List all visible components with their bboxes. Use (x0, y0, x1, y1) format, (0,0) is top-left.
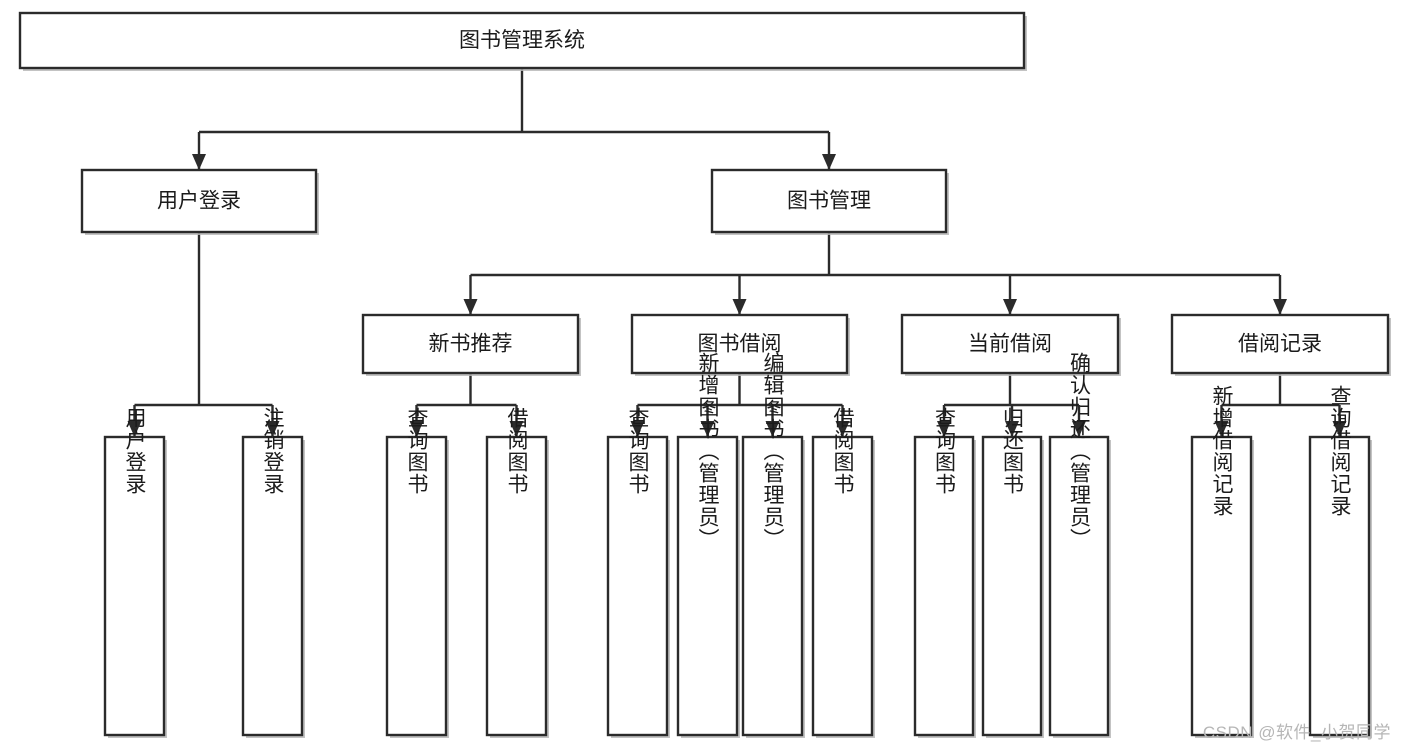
arrow-head-icon (265, 421, 280, 437)
node-leaf-user-login[interactable]: 用户登录 (103, 407, 167, 738)
node-label: 图书管理系统 (459, 29, 585, 52)
node-leaf-borrow-book[interactable]: 借阅图书 (811, 407, 875, 738)
node-leaf-query-book-rec[interactable]: 查询图书 (385, 407, 449, 738)
arrow-head-icon (1273, 299, 1287, 315)
connectors-layer (127, 68, 1347, 437)
node-label: 借阅图书 (831, 407, 855, 495)
arrow-head-icon (822, 154, 836, 170)
arrow-head-icon (192, 154, 206, 170)
arrow-head-icon (835, 421, 850, 437)
arrow-head-icon (700, 421, 715, 437)
node-leaf-return-book[interactable]: 归还图书 (981, 407, 1044, 738)
arrow-head-icon (732, 299, 747, 315)
arrow-head-icon (1072, 421, 1086, 437)
node-borrow-record[interactable]: 借阅记录 (1170, 313, 1391, 376)
node-user-login[interactable]: 用户登录 (80, 168, 319, 235)
node-leaf-borrow-book-rec[interactable]: 借阅图书 (485, 407, 549, 738)
node-leaf-add-book[interactable]: 新增图书（管理员） (676, 352, 740, 738)
arrow-head-icon (1003, 299, 1017, 315)
arrow-head-icon (1005, 421, 1019, 437)
node-label: 编辑图书（管理员） (761, 352, 785, 550)
arrow-head-icon (1214, 421, 1229, 437)
nodes-layer: 图书管理系统用户登录图书管理新书推荐图书借阅当前借阅借阅记录用户登录注销登录查询… (18, 11, 1391, 738)
node-label: 借阅记录 (1238, 333, 1322, 356)
node-leaf-query-book-cur[interactable]: 查询图书 (913, 407, 976, 738)
node-leaf-confirm-return[interactable]: 确认归还（管理员） (1048, 352, 1111, 738)
node-label: 查询图书 (933, 407, 957, 495)
arrow-head-icon (463, 299, 478, 315)
node-current-borrow[interactable]: 当前借阅 (900, 313, 1121, 376)
node-label: 归还图书 (1001, 407, 1025, 495)
node-book-manage[interactable]: 图书管理 (710, 168, 949, 235)
node-new-book-rec[interactable]: 新书推荐 (361, 313, 581, 376)
arrow-head-icon (127, 421, 142, 437)
node-label: 查询借阅记录 (1328, 385, 1352, 517)
node-label: 用户登录 (123, 407, 147, 495)
node-label: 新增图书（管理员） (696, 352, 720, 550)
node-label: 注销登录 (261, 407, 285, 495)
arrow-head-icon (765, 421, 780, 437)
node-leaf-edit-book[interactable]: 编辑图书（管理员） (741, 352, 805, 738)
arrow-head-icon (509, 421, 524, 437)
node-label: 图书管理 (787, 190, 871, 213)
node-book-borrow[interactable]: 图书借阅 (630, 313, 850, 376)
node-leaf-add-record[interactable]: 新增借阅记录 (1190, 385, 1254, 738)
arrow-head-icon (409, 421, 424, 437)
node-label: 当前借阅 (968, 333, 1052, 356)
node-label: 图书借阅 (698, 333, 782, 356)
node-label: 新书推荐 (429, 333, 513, 356)
node-leaf-logout[interactable]: 注销登录 (241, 407, 305, 738)
node-label: 查询图书 (405, 407, 429, 495)
node-label: 查询图书 (626, 407, 650, 495)
node-leaf-query-book-borrow[interactable]: 查询图书 (606, 407, 670, 738)
arrow-head-icon (1332, 421, 1347, 437)
arrow-head-icon (630, 421, 645, 437)
node-leaf-query-record[interactable]: 查询借阅记录 (1308, 385, 1372, 738)
node-label: 用户登录 (157, 190, 241, 213)
node-label: 借阅图书 (505, 407, 529, 495)
node-root[interactable]: 图书管理系统 (18, 11, 1027, 71)
node-label: 新增借阅记录 (1210, 385, 1234, 517)
node-label: 确认归还（管理员） (1068, 352, 1092, 550)
arrow-head-icon (937, 421, 951, 437)
